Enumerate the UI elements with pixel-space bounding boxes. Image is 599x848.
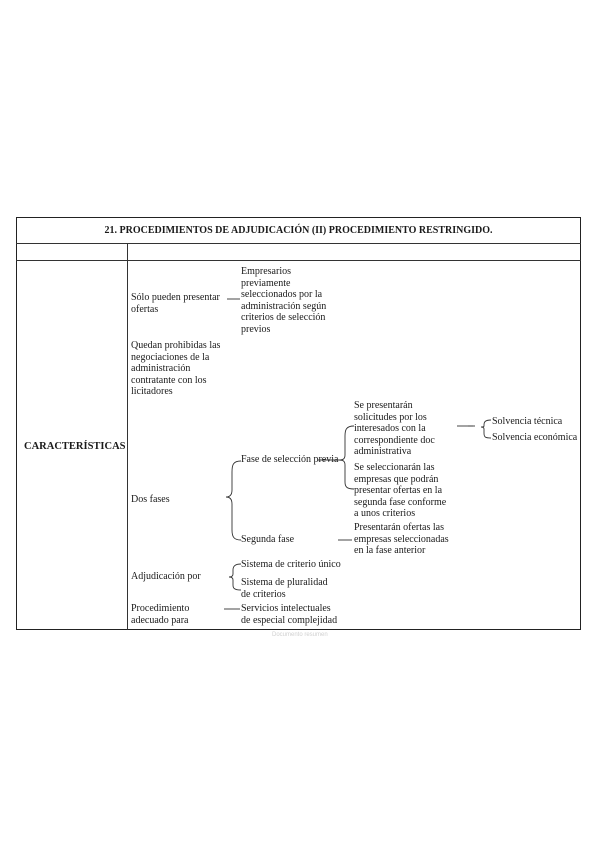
fase2-label: Segunda fase: [241, 534, 295, 545]
detail-procedimiento: Servicios intelectuales de especial comp…: [241, 603, 338, 626]
row-label-fases: Dos fases: [131, 494, 170, 505]
row-divider: [16, 243, 581, 244]
row-label-ofertas: Sólo pueden presentar ofertas: [131, 292, 220, 315]
fase1-item1: Se presentarán solicitudes por los inter…: [354, 400, 435, 458]
fase2-detail: Presentarán ofertas las empresas selecci…: [354, 522, 449, 557]
adjudicacion-option-1: Sistema de criterio único: [241, 559, 341, 570]
table-title: 21. PROCEDIMIENTOS DE ADJUDICACIÓN (II) …: [104, 225, 493, 236]
brace-solvencia: [480, 419, 492, 439]
brace-adjudicacion: [228, 563, 242, 591]
table-frame: [16, 217, 581, 630]
detail-ofertas: Empresarios previamente seleccionados po…: [241, 266, 327, 335]
adjudicacion-option-2: Sistema de pluralidad de criterios: [241, 577, 328, 600]
watermark: Documento resumen: [272, 632, 328, 638]
column-divider: [127, 243, 128, 630]
row-label-procedimiento: Procedimiento adecuado para: [131, 603, 190, 626]
category-label: CARACTERÍSTICAS: [24, 441, 126, 452]
brace-fases: [225, 460, 242, 541]
fase1-label: Fase de selección previa: [241, 454, 339, 465]
row-divider: [16, 260, 581, 261]
fase1-item2: Se seleccionarán las empresas que podrán…: [354, 462, 447, 520]
solvencia-economica: Solvencia económica: [492, 432, 578, 443]
row-label-adjudicacion: Adjudicación por: [131, 571, 201, 582]
solvencia-tecnica: Solvencia técnica: [492, 416, 563, 427]
brace-fase1: [338, 425, 355, 490]
row-label-prohibidas: Quedan prohibidas las negociaciones de l…: [131, 340, 221, 398]
